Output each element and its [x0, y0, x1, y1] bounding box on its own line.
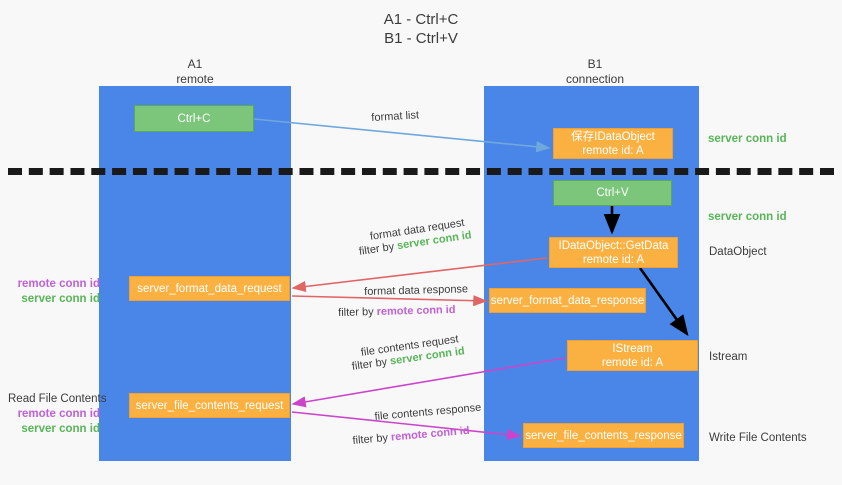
section-divider — [8, 168, 834, 175]
node-server-file-contents-response[interactable]: server_file_contents_response — [523, 423, 684, 448]
node-server-file-contents-request[interactable]: server_file_contents_request — [129, 393, 290, 418]
filter-value-remote-conn-id: remote conn id — [390, 424, 471, 444]
lane-header-a1-name: A1 — [187, 57, 203, 71]
title-line-2: B1 - Ctrl+V — [384, 30, 458, 47]
node-server-file-contents-response-label: server_file_contents_response — [525, 429, 682, 442]
lane-header-a1: A1 remote — [120, 57, 270, 87]
node-istream[interactable]: IStream remote id: A — [567, 340, 698, 371]
node-server-format-data-response-label: server_format_data_response — [490, 294, 645, 307]
annotation-dataobject: DataObject — [709, 246, 767, 258]
lane-header-a1-sub: remote — [176, 72, 214, 86]
edge-label-format-list: format list — [371, 109, 420, 124]
annotation-istream: Istream — [709, 351, 748, 363]
node-save-idataobject[interactable]: 保存IDataObject remote id: A — [553, 128, 673, 159]
node-idataobject-getdata-line1: IDataObject::GetData — [558, 239, 669, 252]
lane-header-b1: B1 connection — [520, 57, 670, 87]
annotation-write-file-contents: Write File Contents — [709, 432, 807, 444]
node-server-format-data-response[interactable]: server_format_data_response — [489, 288, 646, 313]
filter-value-remote-conn-id: remote conn id — [376, 303, 456, 318]
annotation-remote-conn-id: remote conn id — [17, 278, 100, 290]
node-server-format-data-request[interactable]: server_format_data_request — [129, 276, 290, 301]
edge-label-format-data-response-filter: filter by remote conn id — [338, 303, 456, 320]
node-ctrl-v[interactable]: Ctrl+V — [553, 180, 672, 206]
node-idataobject-getdata[interactable]: IDataObject::GetData remote id: A — [549, 237, 678, 268]
annotation-server-conn-id: server conn id — [21, 423, 100, 435]
filter-prefix: filter by — [358, 240, 399, 258]
lane-header-b1-name: B1 — [587, 57, 603, 71]
node-ctrl-c[interactable]: Ctrl+C — [134, 105, 254, 132]
annotation-server-conn-id-mid: server conn id — [708, 211, 787, 223]
annotation-read-file-contents: Read File Contents — [8, 393, 107, 405]
page-title: A1 - Ctrl+C B1 - Ctrl+V — [0, 10, 842, 48]
annotation-conn-ids-upper: remote conn id server conn id — [8, 277, 100, 307]
node-ctrl-c-label: Ctrl+C — [177, 112, 211, 125]
title-line-1: A1 - Ctrl+C — [383, 11, 459, 28]
node-idataobject-getdata-line2: remote id: A — [582, 253, 645, 266]
node-server-file-contents-request-label: server_file_contents_request — [135, 399, 284, 412]
node-server-format-data-request-label: server_format_data_request — [137, 282, 282, 295]
node-istream-line2: remote id: A — [601, 356, 664, 369]
edge-label-file-contents-response-filter: filter by remote conn id — [352, 424, 470, 448]
annotation-server-conn-id: server conn id — [21, 293, 100, 305]
annotation-server-conn-id-top: server conn id — [708, 133, 787, 145]
lane-header-b1-sub: connection — [565, 72, 625, 86]
node-save-idataobject-line1: 保存IDataObject — [571, 130, 655, 143]
node-ctrl-v-label: Ctrl+V — [596, 187, 629, 199]
node-istream-line1: IStream — [612, 342, 653, 355]
node-save-idataobject-line2: remote id: A — [582, 144, 644, 157]
filter-prefix: filter by — [351, 355, 391, 373]
annotation-remote-conn-id: remote conn id — [17, 408, 100, 420]
filter-prefix: filter by — [338, 305, 377, 319]
annotation-conn-ids-lower: Read File Contents remote conn id server… — [8, 392, 107, 437]
filter-prefix: filter by — [352, 431, 392, 447]
edge-label-file-contents-response: file contents response — [374, 401, 482, 423]
edge-label-format-data-response: format data response — [364, 283, 469, 298]
